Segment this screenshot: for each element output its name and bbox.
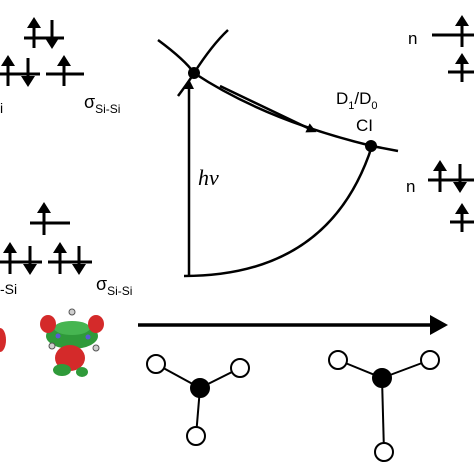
sigma-subscript: Si-Si	[107, 284, 132, 298]
orbital-diagram-top-right	[432, 15, 474, 82]
orbital-diagram-top-left	[0, 17, 84, 87]
hv-label: hν	[198, 165, 219, 190]
energy-curves	[157, 29, 399, 278]
orbital-isosurface	[0, 308, 104, 377]
ci-label: CI	[356, 116, 373, 135]
n-label-top: n	[408, 29, 417, 48]
sigma-label-left-top: i	[0, 100, 3, 116]
molecule-structure-1	[146, 354, 250, 446]
sigma-label-bottom: σSi-Si	[96, 274, 132, 298]
state-label: D1/D0	[336, 89, 378, 112]
n-label-bottom: n	[406, 177, 415, 196]
sigma-symbol: σ	[96, 274, 107, 294]
sigma-label-left-bottom: -Si	[0, 281, 17, 297]
franck-condon-point	[188, 67, 200, 79]
excited-curve-descending	[157, 38, 399, 153]
relaxation-arrow	[219, 84, 317, 133]
ground-state-curve	[183, 145, 374, 278]
sigma-symbol: σ	[84, 92, 95, 112]
conical-intersection-point	[365, 140, 377, 152]
reaction-arrow-head	[430, 315, 448, 335]
molecule-structure-2	[328, 350, 440, 462]
orbital-diagram-bottom-left	[0, 202, 92, 275]
orbital-diagram-bottom-right	[428, 160, 474, 232]
sigma-subscript: Si-Si	[95, 102, 120, 116]
sigma-label-top: σSi-Si	[84, 92, 120, 116]
